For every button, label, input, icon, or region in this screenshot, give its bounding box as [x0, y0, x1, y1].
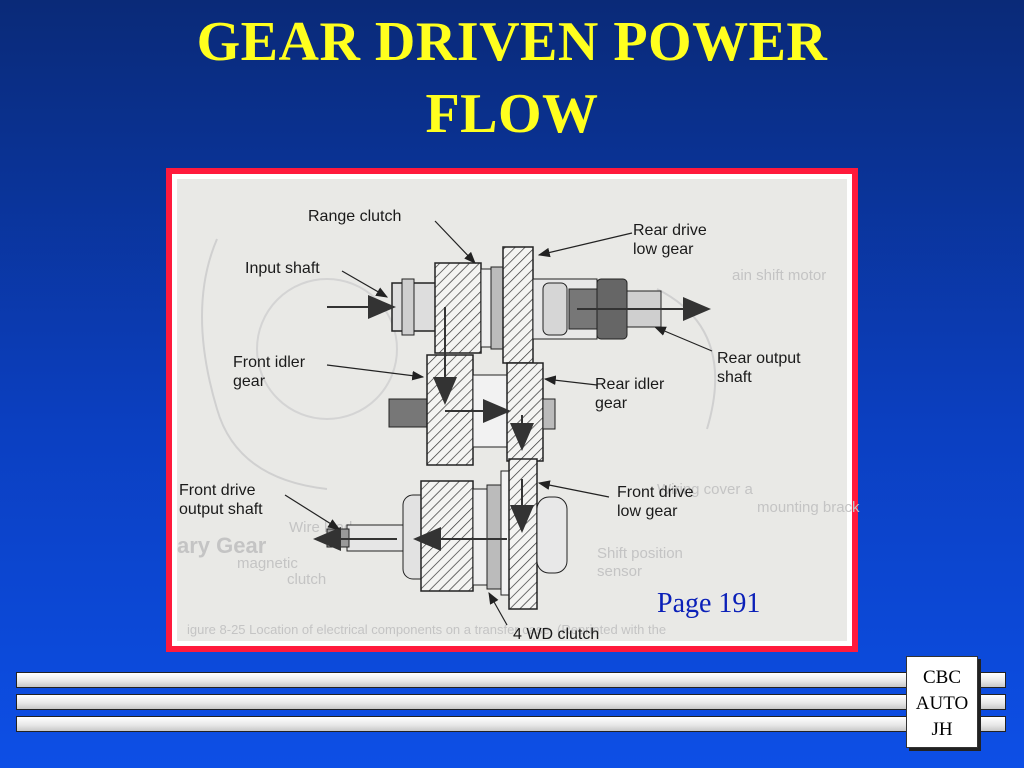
- footer-bar-2: [16, 694, 1006, 710]
- page-reference: Page 191: [657, 588, 761, 619]
- badge-line-3: JH: [931, 719, 953, 740]
- bg-text-mounting-bracket: mounting brack: [757, 499, 860, 516]
- slide-title: GEAR DRIVEN POWER FLOW: [0, 6, 1024, 150]
- diagram-frame: ain shift motor Wiring cover a mounting …: [166, 168, 860, 652]
- bg-text-gear: ary Gear: [177, 533, 267, 558]
- title-line-2: FLOW: [425, 83, 599, 145]
- bg-text-sensor: sensor: [597, 563, 643, 580]
- label-range-clutch: Range clutch: [308, 208, 402, 225]
- gear-drawing: [201, 220, 717, 626]
- badge-line-2: AUTO: [915, 693, 969, 714]
- bg-text-shift-position: Shift position: [597, 545, 683, 562]
- bg-text-magnetic: magnetic: [237, 555, 298, 572]
- label-front-idler-gear: Front idler gear: [233, 354, 306, 390]
- gear-diagram: ain shift motor Wiring cover a mounting …: [177, 179, 860, 643]
- title-line-1: GEAR DRIVEN POWER: [196, 11, 828, 73]
- label-front-drive-output-shaft: Front drive output shaft: [179, 482, 263, 518]
- badge-line-1: CBC: [922, 667, 962, 688]
- bg-text-clutch: clutch: [287, 571, 327, 588]
- label-rear-idler-gear: Rear idler gear: [595, 376, 665, 412]
- label-rear-drive-low-gear: Rear drive low gear: [633, 222, 707, 258]
- label-input-shaft: Input shaft: [245, 260, 320, 277]
- bg-text-caption: igure 8-25 Location of electrical compon…: [187, 622, 667, 637]
- bg-text-shift-motor: ain shift motor: [732, 267, 827, 284]
- label-rear-output-shaft: Rear output shaft: [717, 350, 801, 386]
- footer-bar-1: [16, 672, 1006, 688]
- footer-bars: [16, 672, 1010, 734]
- label-front-drive-low-gear: Front drive low gear: [617, 484, 694, 520]
- cbc-auto-badge: CBC AUTO JH: [906, 656, 978, 748]
- bg-text-wiring-cover: Wiring cover a: [657, 481, 753, 498]
- footer-bar-3: [16, 716, 1006, 732]
- label-4wd-clutch: 4 WD clutch: [513, 626, 600, 643]
